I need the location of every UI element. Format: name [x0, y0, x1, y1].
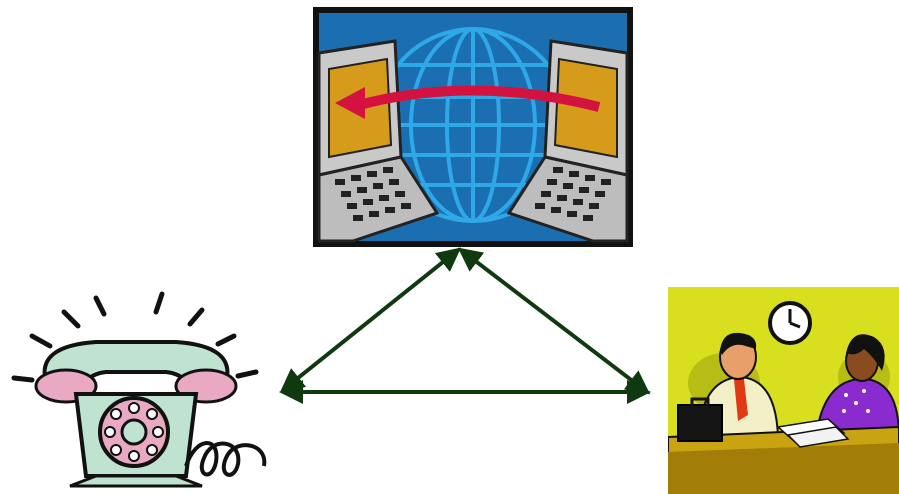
face-to-face-meeting-icon — [668, 287, 899, 494]
arrow-internet-telephone — [279, 247, 462, 393]
arrow-internet-meeting — [457, 247, 651, 395]
internet-computers-globe-icon — [313, 7, 633, 247]
ringing-telephone-icon — [11, 291, 267, 488]
